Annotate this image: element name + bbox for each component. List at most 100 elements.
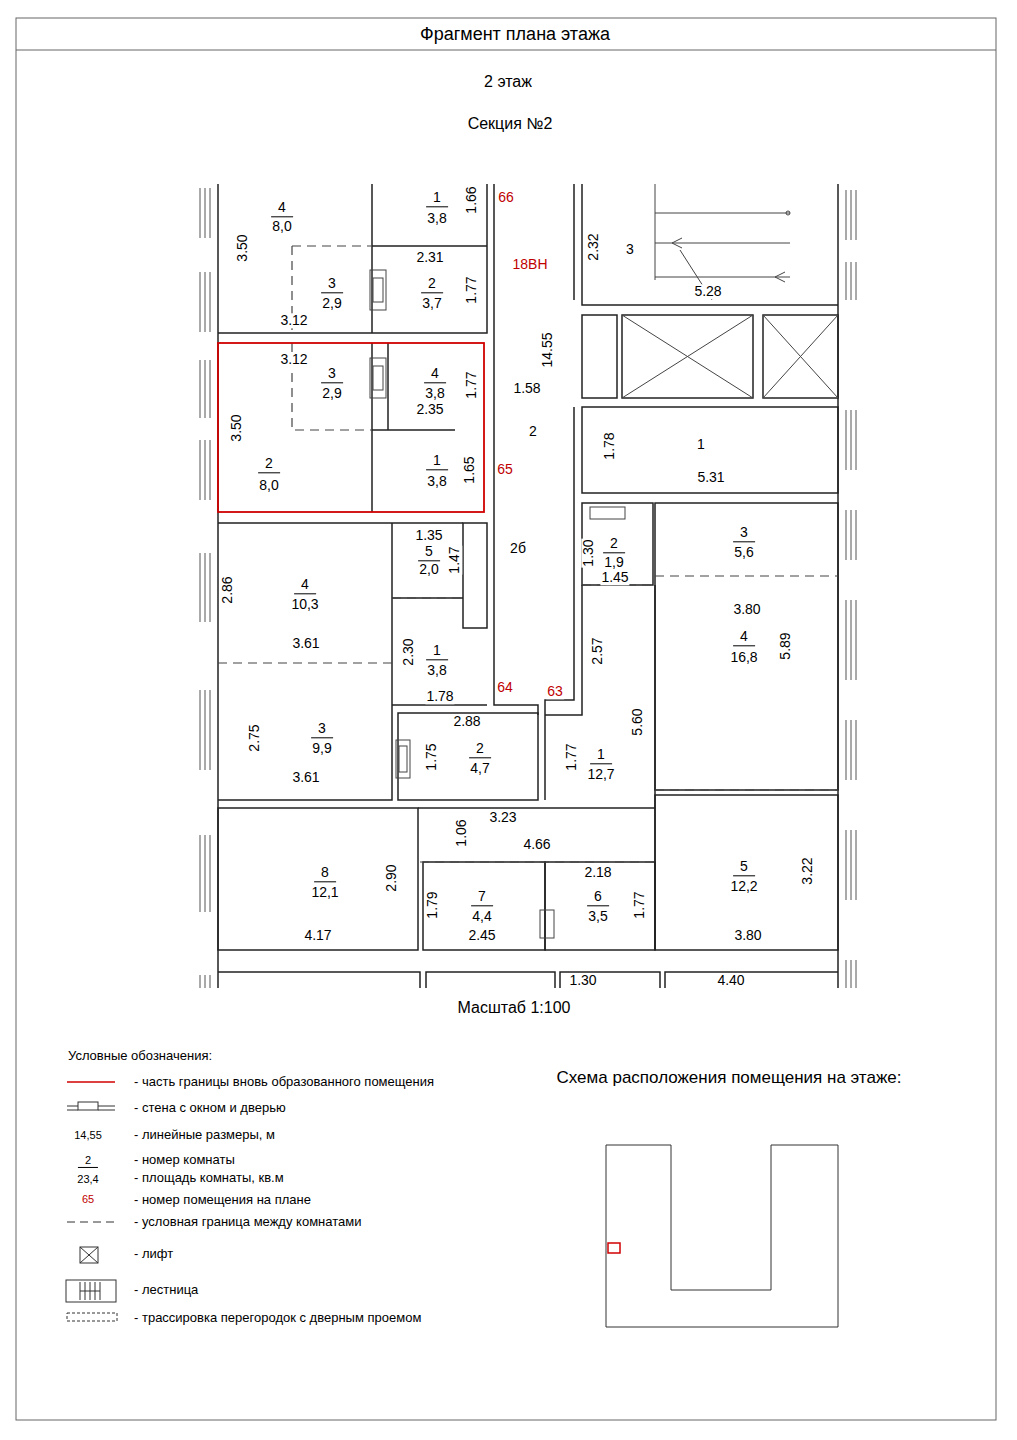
- room-number: 4: [294, 577, 316, 594]
- plan-label: 4.40: [716, 973, 745, 988]
- plan-label: 4.17: [303, 928, 332, 943]
- plan-label: 2 этаж: [483, 73, 533, 91]
- plan-label: Масштаб 1:100: [457, 999, 572, 1017]
- plan-label: 3.61: [291, 636, 320, 651]
- plan-label: 4.66: [522, 837, 551, 852]
- legend-samples: [66, 1082, 117, 1321]
- plan-label: 3,8: [426, 474, 447, 489]
- legend-text: - номер помещения на плане: [133, 1193, 312, 1207]
- plan-label: 14,55: [73, 1129, 103, 1141]
- room-number: 8: [314, 865, 336, 882]
- plan-label: 1.78: [425, 689, 454, 704]
- room-number: 3: [733, 525, 755, 542]
- premises-number: 18ВН: [511, 257, 548, 272]
- plan-label: 3,5: [587, 909, 608, 924]
- plan-label: 2.35: [415, 402, 444, 417]
- plan-label: Схема расположения помещения на этаже:: [556, 1069, 903, 1088]
- plan-label: 1.58: [512, 381, 541, 396]
- room-number: 3: [311, 721, 333, 738]
- dimension: 1.30: [581, 538, 596, 567]
- plan-label: Условные обозначения:: [67, 1049, 213, 1063]
- legend-text: - лестница: [133, 1283, 199, 1297]
- plan-label: 2б: [509, 541, 527, 556]
- walls: [218, 184, 838, 988]
- plan-label: 16,8: [729, 650, 758, 665]
- dimension: 1.47: [447, 545, 462, 574]
- plan-label: 2.31: [415, 250, 444, 265]
- room-number: 6: [587, 889, 609, 906]
- dimension: 14.55: [540, 331, 555, 368]
- legend-text: - стена с окном и дверью: [133, 1101, 287, 1115]
- plan-label: 10,3: [290, 597, 319, 612]
- room-number: 1: [426, 643, 448, 660]
- room-number: 5: [733, 859, 755, 876]
- plan-label: 3.80: [733, 928, 762, 943]
- dimension: 2.90: [384, 863, 399, 892]
- premises-number: 64: [496, 680, 514, 695]
- premises-number: 66: [497, 190, 515, 205]
- room-number: 2: [603, 536, 625, 553]
- plan-label: 3.23: [488, 810, 517, 825]
- dimension: 1.66: [464, 185, 479, 214]
- plan-label: 12,2: [729, 879, 758, 894]
- plan-label: 4,4: [471, 909, 492, 924]
- dimension: 5.60: [630, 707, 645, 736]
- legend-text: - часть границы вновь образованного поме…: [133, 1075, 435, 1089]
- room-number: 7: [471, 889, 493, 906]
- plan-label: 1.35: [414, 528, 443, 543]
- legend-text: - условная граница между комнатами: [133, 1215, 362, 1229]
- plan-label: 3,7: [421, 296, 442, 311]
- dimension: 2.86: [220, 575, 235, 604]
- plan-label: 3.61: [291, 770, 320, 785]
- dimension: 1.77: [564, 742, 579, 771]
- dimension: 1.77: [632, 890, 647, 919]
- dimension: 2.30: [401, 637, 416, 666]
- room-number: 5: [418, 544, 440, 561]
- plan-label: 1: [696, 437, 706, 452]
- plan-label: 2,9: [321, 386, 342, 401]
- plan-label: 8,0: [258, 478, 279, 493]
- room-number: 2: [421, 276, 443, 293]
- plan-label: 2: [528, 424, 538, 439]
- room-number: 3: [321, 276, 343, 293]
- dimension: 1.79: [425, 890, 440, 919]
- conditional-borders: [218, 246, 838, 862]
- plan-label: 5,6: [733, 545, 754, 560]
- room-number: 2: [469, 741, 491, 758]
- dimension: 1.75: [424, 742, 439, 771]
- page-title: Фрагмент плана этажа: [419, 25, 611, 45]
- room-number: 4: [424, 366, 446, 383]
- plan-label: 1,9: [603, 555, 624, 570]
- dimension: 3.22: [800, 856, 815, 885]
- plan-label: 8,0: [271, 219, 292, 234]
- plan-label: 3: [625, 242, 635, 257]
- dimension: 1.77: [464, 370, 479, 399]
- legend-text: - лифт: [133, 1247, 174, 1261]
- plan-label: 2.18: [583, 865, 612, 880]
- dimension: 1.77: [464, 275, 479, 304]
- plan-label: 1.45: [600, 570, 629, 585]
- legend-text: - трассировка перегородок с дверным прое…: [133, 1311, 422, 1325]
- plan-label: 12,7: [586, 767, 615, 782]
- plan-label: 1.30: [568, 973, 597, 988]
- plan-label: 2.45: [467, 928, 496, 943]
- plan-label: 3,8: [426, 663, 447, 678]
- dimension: 1.78: [602, 431, 617, 460]
- dimension: 3.50: [229, 413, 244, 442]
- plan-label: 3.12: [279, 313, 308, 328]
- dimension: 3.50: [235, 233, 250, 262]
- legend-text: - номер комнаты: [133, 1153, 236, 1167]
- new-premises-border: [218, 343, 484, 512]
- fixtures: [370, 184, 838, 938]
- plan-label: 2,0: [418, 562, 439, 577]
- plan-label: 23,4: [76, 1173, 99, 1185]
- location-scheme: [606, 1145, 838, 1327]
- plan-label: 12,1: [310, 885, 339, 900]
- dimension: 1.65: [462, 455, 477, 484]
- plan-label: 3.12: [279, 352, 308, 367]
- legend-text: - площадь комнаты, кв.м: [133, 1171, 285, 1185]
- plan-label: 9,9: [311, 741, 332, 756]
- dimension: 2.57: [590, 636, 605, 665]
- premises-number: 63: [546, 684, 564, 699]
